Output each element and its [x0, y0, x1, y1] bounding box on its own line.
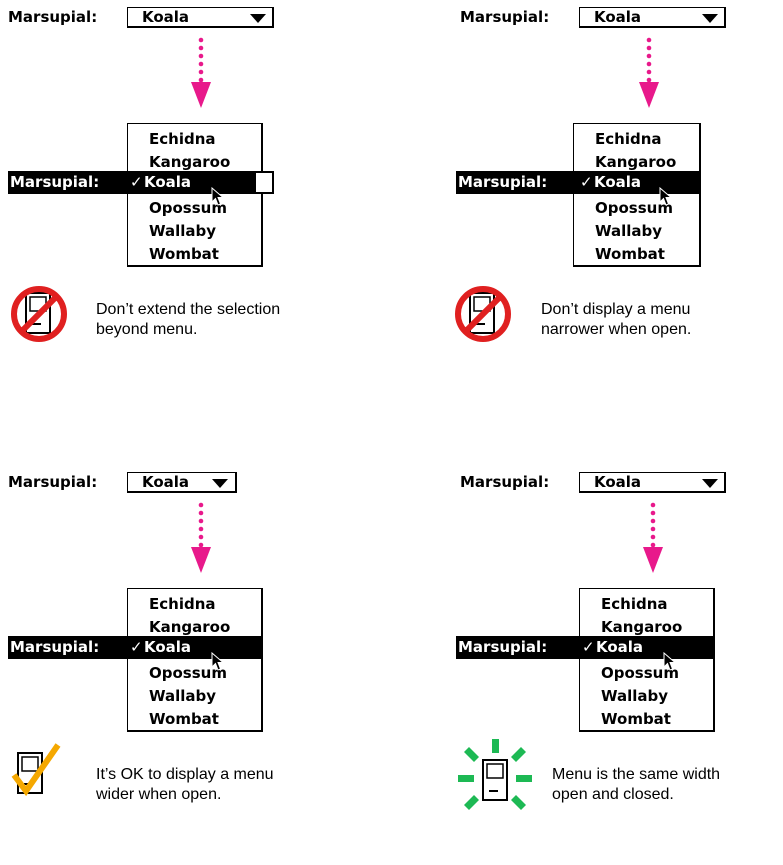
radiant-approved-icon	[458, 739, 532, 810]
popup-menu-closed[interactable]: Koala	[579, 7, 726, 28]
selection-highlight: Marsupial: ✓ Koala	[456, 636, 714, 659]
dropdown-triangle-icon	[250, 14, 266, 23]
popup-label-highlighted: Marsupial:	[458, 173, 548, 191]
closed-popup-remnant	[256, 171, 274, 194]
dropdown-triangle-icon	[212, 479, 228, 488]
menu-item-koala-selected[interactable]: Koala	[144, 173, 192, 191]
menu-item-koala-selected[interactable]: Koala	[594, 173, 642, 191]
prohibited-icon	[11, 286, 67, 342]
popup-menu-open[interactable]: Echidna Kangaroo Opossum Wallaby Wombat	[127, 123, 263, 267]
selection-highlight: Marsupial: ✓ Koala	[8, 636, 261, 659]
popup-value: Koala	[142, 8, 190, 26]
checkmark-icon: ✓	[582, 638, 595, 656]
prohibited-icon	[455, 286, 511, 342]
panel-extend-selection: Marsupial: Koala Echidna Kangaroo Opossu…	[0, 0, 380, 400]
open-menu-arrow-icon	[643, 502, 663, 573]
popup-menu-closed[interactable]: Koala	[579, 472, 726, 493]
arrow-cursor-icon	[663, 652, 677, 671]
menu-item-koala-selected[interactable]: Koala	[596, 638, 644, 656]
open-menu-arrow-icon	[639, 37, 659, 108]
popup-label: Marsupial:	[460, 8, 550, 26]
popup-menu-open[interactable]: Echidna Kangaroo Opossum Wallaby Wombat	[573, 123, 701, 267]
popup-value: Koala	[142, 473, 190, 491]
popup-label-highlighted: Marsupial:	[10, 638, 100, 656]
popup-label: Marsupial:	[8, 473, 98, 491]
selection-highlight: Marsupial: ✓ Koala	[8, 171, 256, 194]
popup-menu-closed[interactable]: Koala	[127, 7, 274, 28]
checkmark-icon: ✓	[130, 173, 143, 191]
popup-menu-closed[interactable]: Koala	[127, 472, 237, 493]
popup-label-highlighted: Marsupial:	[458, 638, 548, 656]
popup-menu-open[interactable]: Echidna Kangaroo Opossum Wallaby Wombat	[127, 588, 263, 732]
arrow-cursor-icon	[211, 187, 225, 206]
menu-item-koala-selected[interactable]: Koala	[144, 638, 192, 656]
popup-value: Koala	[594, 8, 642, 26]
open-menu-arrow-icon	[191, 37, 211, 108]
arrow-cursor-icon	[659, 187, 673, 206]
checkmark-icon: ✓	[130, 638, 143, 656]
selection-highlight: Marsupial: ✓ Koala	[456, 171, 700, 194]
arrow-cursor-icon	[211, 652, 225, 671]
panel-narrower-menu: Marsupial: Koala Echidna Kangaroo Opossu…	[452, 0, 783, 400]
checkmark-icon: ✓	[580, 173, 593, 191]
popup-label: Marsupial:	[460, 473, 550, 491]
panel-wider-menu: Marsupial: Koala Echidna Kangaroo Opossu…	[0, 465, 380, 865]
dropdown-triangle-icon	[702, 14, 718, 23]
panel-same-width: Marsupial: Koala Echidna Kangaroo Opossu…	[452, 465, 783, 865]
popup-value: Koala	[594, 473, 642, 491]
dropdown-triangle-icon	[702, 479, 718, 488]
checkmark-ok-icon	[11, 743, 61, 797]
popup-label-highlighted: Marsupial:	[10, 173, 100, 191]
popup-menu-open[interactable]: Echidna Kangaroo Opossum Wallaby Wombat	[579, 588, 715, 732]
open-menu-arrow-icon	[191, 502, 211, 573]
popup-label: Marsupial:	[8, 8, 98, 26]
